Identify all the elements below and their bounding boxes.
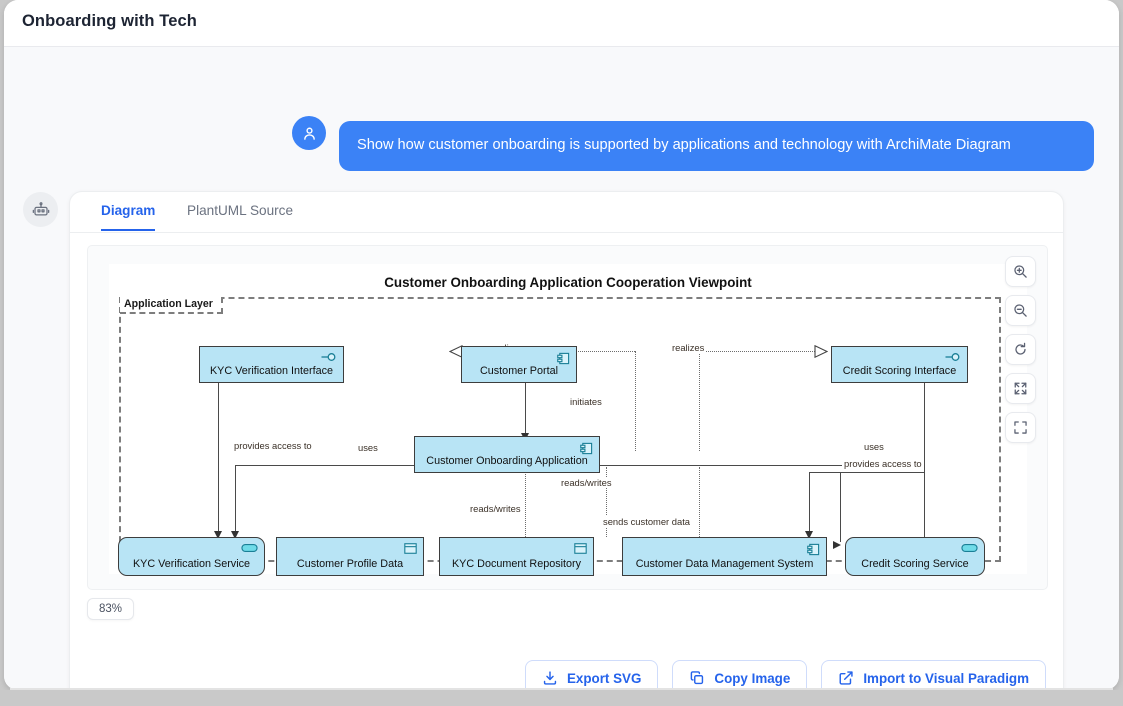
node-label: Customer Profile Data [296,558,404,570]
fullscreen-button[interactable] [1005,412,1036,443]
edge-label-uses-right: uses [862,441,886,452]
node-credit-scoring-interface[interactable]: Credit Scoring Interface [831,346,968,383]
fit-screen-icon [1014,382,1027,395]
reset-icon [1015,342,1026,355]
node-customer-data-management-system[interactable]: Customer Data Management System [622,537,827,576]
edge-provides-access-right-h [809,472,925,473]
node-label: Credit Scoring Service [861,558,969,570]
edge-realizes-right-v [699,351,700,451]
edge-realizes-right [699,351,817,352]
group-label: Application Layer [120,297,223,314]
edge-label-provides-access-right: provides access to [842,458,924,469]
import-label: Import to Visual Paradigm [863,670,1029,686]
edge-realizes-left-v [635,351,636,451]
chat-area: Show how customer onboarding is supporte… [4,47,1119,690]
node-label: Customer Portal [479,365,558,377]
diagram-canvas: Customer Onboarding Application Cooperat… [109,264,1027,576]
page-title: Onboarding with Tech [22,12,197,30]
zoom-out-icon [1014,304,1027,317]
edge-uses-left-arrow [230,531,239,539]
node-kyc-document-repository[interactable]: KYC Document Repository [439,537,594,576]
service-icon [961,543,978,556]
interface-icon [945,352,961,365]
edge-label-realizes-right: realizes [670,342,707,353]
node-label: Credit Scoring Interface [842,365,957,377]
node-label: Customer Onboarding Application [426,455,588,467]
tab-diagram[interactable]: Diagram [101,203,156,231]
edge-label-sends-customer-data: sends customer data [601,516,693,527]
edge-credit-interface-down [924,382,925,544]
fullscreen-icon [1014,421,1027,434]
node-kyc-verification-service[interactable]: KYC Verification Service [118,537,265,576]
diagram-toolbar [1005,256,1036,443]
edge-label-initiates: initiates [568,396,604,407]
data-object-icon [574,543,587,557]
node-kyc-verification-interface[interactable]: KYC Verification Interface [199,346,344,383]
node-label: Customer Data Management System [635,558,814,570]
user-icon [303,127,315,140]
edge-label-reads-writes-b: reads/writes [468,503,523,514]
title-bar: Onboarding with Tech [4,0,1119,47]
diagram-card: Diagram PlantUML Source Customer Onboard… [69,191,1064,690]
edge-label-reads-writes-a: reads/writes [559,477,614,488]
edge-provides-access-right-v [809,472,810,534]
desktop-strip [0,690,1123,706]
external-link-icon [839,671,853,685]
edge-label-uses-left: uses [356,442,380,453]
assistant-avatar [23,192,58,227]
zoom-in-icon [1014,265,1027,278]
node-credit-scoring-service[interactable]: Credit Scoring Service [845,537,985,576]
diagram-title: Customer Onboarding Application Cooperat… [384,275,752,290]
user-avatar [292,116,326,150]
download-icon [543,671,557,685]
edge-cdms-arrow [833,541,841,549]
user-message-text: Show how customer onboarding is supporte… [357,137,1011,154]
edge-cdms-feed-v [840,472,841,542]
zoom-out-button[interactable] [1005,295,1036,326]
service-icon [241,543,258,556]
edge-uses-left-v [235,465,236,534]
data-object-icon [404,543,417,557]
zoom-in-button[interactable] [1005,256,1036,287]
zoom-level-badge: 83% [87,598,135,620]
edge-provides-access-right-arrow [804,531,813,539]
node-customer-onboarding-application[interactable]: Customer Onboarding Application [414,436,600,473]
node-customer-portal[interactable]: Customer Portal [461,346,577,383]
node-label: KYC Verification Service [132,558,250,570]
diagram-viewport[interactable]: Customer Onboarding Application Cooperat… [87,245,1048,590]
copy-image-button[interactable]: Copy Image [672,660,808,690]
export-svg-button[interactable]: Export SVG [524,660,659,690]
edge-label-provides-access-left: provides access to [232,440,314,451]
fit-screen-button[interactable] [1005,373,1036,404]
export-svg-label: Export SVG [566,670,642,686]
application-layer-group: Application Layer [119,297,1001,562]
edge-reads-writes-b-v [606,467,607,537]
copy-icon [691,671,704,685]
tab-bar: Diagram PlantUML Source [70,192,1063,233]
node-customer-profile-data[interactable]: Customer Profile Data [276,537,424,576]
node-label: KYC Document Repository [451,558,581,570]
user-message-bubble: Show how customer onboarding is supporte… [339,121,1094,171]
hollow-triangle-icon [814,344,829,359]
copy-image-label: Copy Image [714,670,791,686]
app-window: Onboarding with Tech Show how customer o… [4,0,1119,690]
node-label: KYC Verification Interface [209,365,334,377]
tab-plantuml-source[interactable]: PlantUML Source [187,203,294,218]
reset-button[interactable] [1005,334,1036,365]
edge-provides-access-left-arrow [213,531,222,539]
import-to-visual-paradigm-button[interactable]: Import to Visual Paradigm [821,660,1046,690]
edge-sends-customer-data-v [699,467,700,541]
edge-initiates [525,382,526,436]
robot-icon [32,201,49,216]
component-icon [807,543,820,559]
window-bottom-edge [10,688,1113,690]
interface-icon [321,352,337,365]
realization-arrowhead-right [814,344,829,363]
component-icon [557,352,570,368]
edge-provides-access-left [218,382,219,534]
edge-reads-writes-a-v [525,467,526,537]
component-icon [580,442,593,458]
action-bar: Export SVG Copy Image [524,660,1046,690]
